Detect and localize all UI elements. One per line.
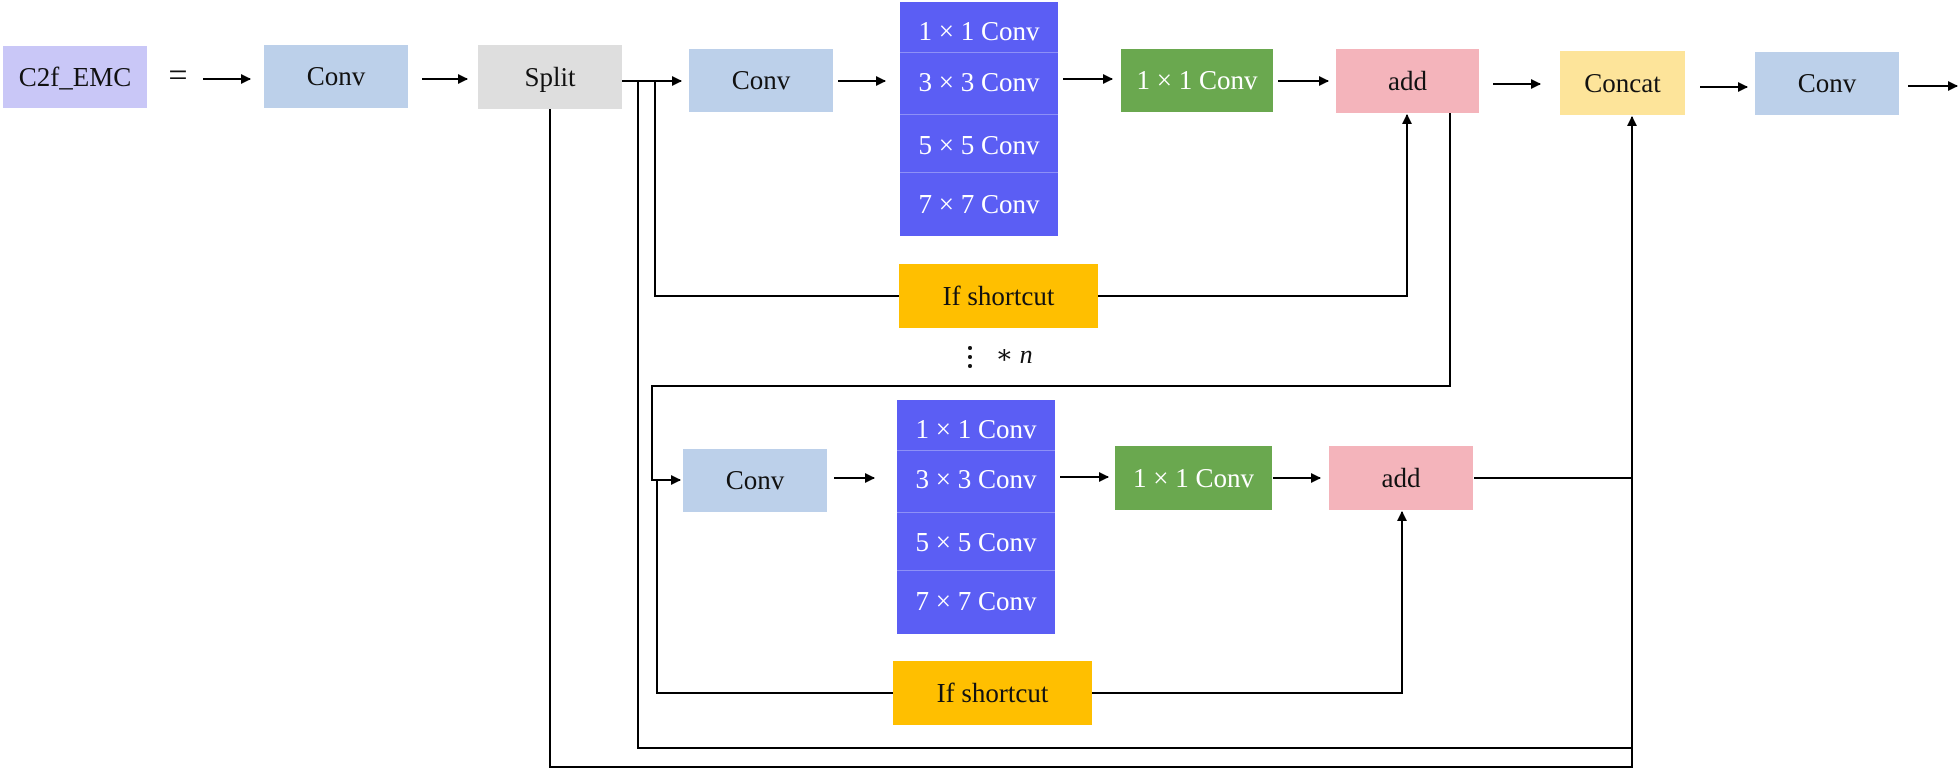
bottleneck2-conv: Conv [683, 449, 827, 512]
shortcut1-out [1098, 114, 1412, 297]
split-branch-b [549, 109, 1637, 768]
equals-sign: = [168, 57, 188, 94]
conv-7x7-cell: 7 × 7 Conv [918, 189, 1040, 219]
split-block: Split [478, 45, 622, 109]
repeat-n-label: ∗ n [995, 340, 1033, 369]
separator [897, 570, 1055, 571]
module-name-label: C2f_EMC [3, 46, 147, 108]
bottleneck1-pointwise-conv: 1 × 1 Conv [1121, 49, 1273, 112]
bottleneck1-conv: Conv [689, 49, 833, 112]
bottleneck1-add: add [1336, 49, 1479, 113]
shortcut2-in [656, 480, 893, 694]
conv-1x1-cell: 1 × 1 Conv [918, 16, 1040, 46]
shortcut2-out [1092, 511, 1407, 694]
vertical-ellipsis-icon [965, 342, 975, 372]
conv-7x7-cell: 7 × 7 Conv [915, 586, 1037, 616]
split-branch-a [637, 81, 1632, 749]
multi-scale-conv-stack-1: 1 × 1 Conv 3 × 3 Conv 5 × 5 Conv 7 × 7 C… [900, 2, 1058, 236]
separator [897, 450, 1055, 451]
separator [900, 172, 1058, 173]
conv-1x1-cell: 1 × 1 Conv [915, 414, 1037, 444]
separator [900, 114, 1058, 115]
conv-3x3-cell: 3 × 3 Conv [915, 464, 1037, 494]
conv-block: Conv [264, 45, 408, 108]
bottleneck2-add: add [1329, 446, 1473, 510]
conv-5x5-cell: 5 × 5 Conv [915, 527, 1037, 557]
shortcut1-in [654, 81, 900, 297]
conv-5x5-cell: 5 × 5 Conv [918, 130, 1040, 160]
output-conv-block: Conv [1755, 52, 1899, 115]
repeat-n-note: ∗ n [965, 340, 1033, 372]
shortcut2-block: If shortcut [893, 661, 1092, 725]
add1-to-bottleneck2 [651, 113, 1451, 485]
multi-scale-conv-stack-2: 1 × 1 Conv 3 × 3 Conv 5 × 5 Conv 7 × 7 C… [897, 400, 1055, 634]
concat-block: Concat [1560, 51, 1685, 115]
separator [900, 52, 1058, 53]
shortcut1-block: If shortcut [899, 264, 1098, 328]
conv-3x3-cell: 3 × 3 Conv [918, 67, 1040, 97]
separator [897, 512, 1055, 513]
bottleneck2-pointwise-conv: 1 × 1 Conv [1115, 446, 1272, 510]
